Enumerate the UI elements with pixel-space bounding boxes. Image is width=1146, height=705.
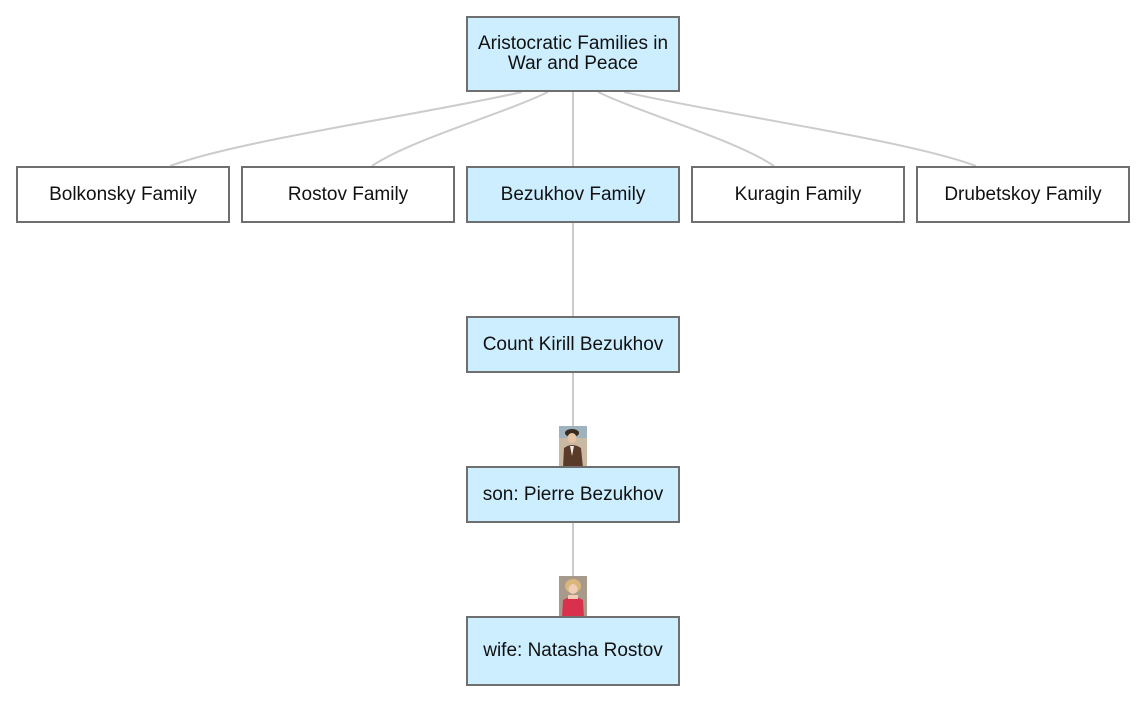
pierre-portrait-image	[559, 426, 587, 468]
natasha-portrait-image	[559, 576, 587, 618]
edge-root-drubetskoy	[623, 91, 977, 167]
root-node[interactable]: Aristocratic Families in War and Peace	[466, 16, 680, 92]
edge-root-kuragin	[597, 91, 775, 167]
family-node-label: Bezukhov Family	[500, 183, 646, 205]
wife-node[interactable]: wife: Natasha Rostov	[466, 616, 680, 686]
root-node-label: Aristocratic Families in War and Peace	[477, 33, 669, 74]
family-node-label: Bolkonsky Family	[49, 183, 197, 205]
family-node-kuragin[interactable]: Kuragin Family	[691, 166, 905, 223]
son-node-label: son: Pierre Bezukhov	[482, 483, 664, 505]
family-node-bolkonsky[interactable]: Bolkonsky Family	[16, 166, 230, 223]
family-node-rostov[interactable]: Rostov Family	[241, 166, 455, 223]
family-node-label: Kuragin Family	[734, 183, 862, 205]
family-node-drubetskoy[interactable]: Drubetskoy Family	[916, 166, 1130, 223]
family-node-label: Rostov Family	[287, 183, 409, 205]
wife-node-label: wife: Natasha Rostov	[483, 640, 663, 661]
son-node[interactable]: son: Pierre Bezukhov	[466, 466, 680, 523]
count-node-label: Count Kirill Bezukhov	[482, 333, 664, 355]
family-node-label: Drubetskoy Family	[944, 183, 1102, 205]
family-node-bezukhov[interactable]: Bezukhov Family	[466, 166, 680, 223]
edge-root-rostov	[371, 91, 549, 167]
count-node[interactable]: Count Kirill Bezukhov	[466, 316, 680, 373]
edge-root-bolkonsky	[169, 91, 523, 167]
